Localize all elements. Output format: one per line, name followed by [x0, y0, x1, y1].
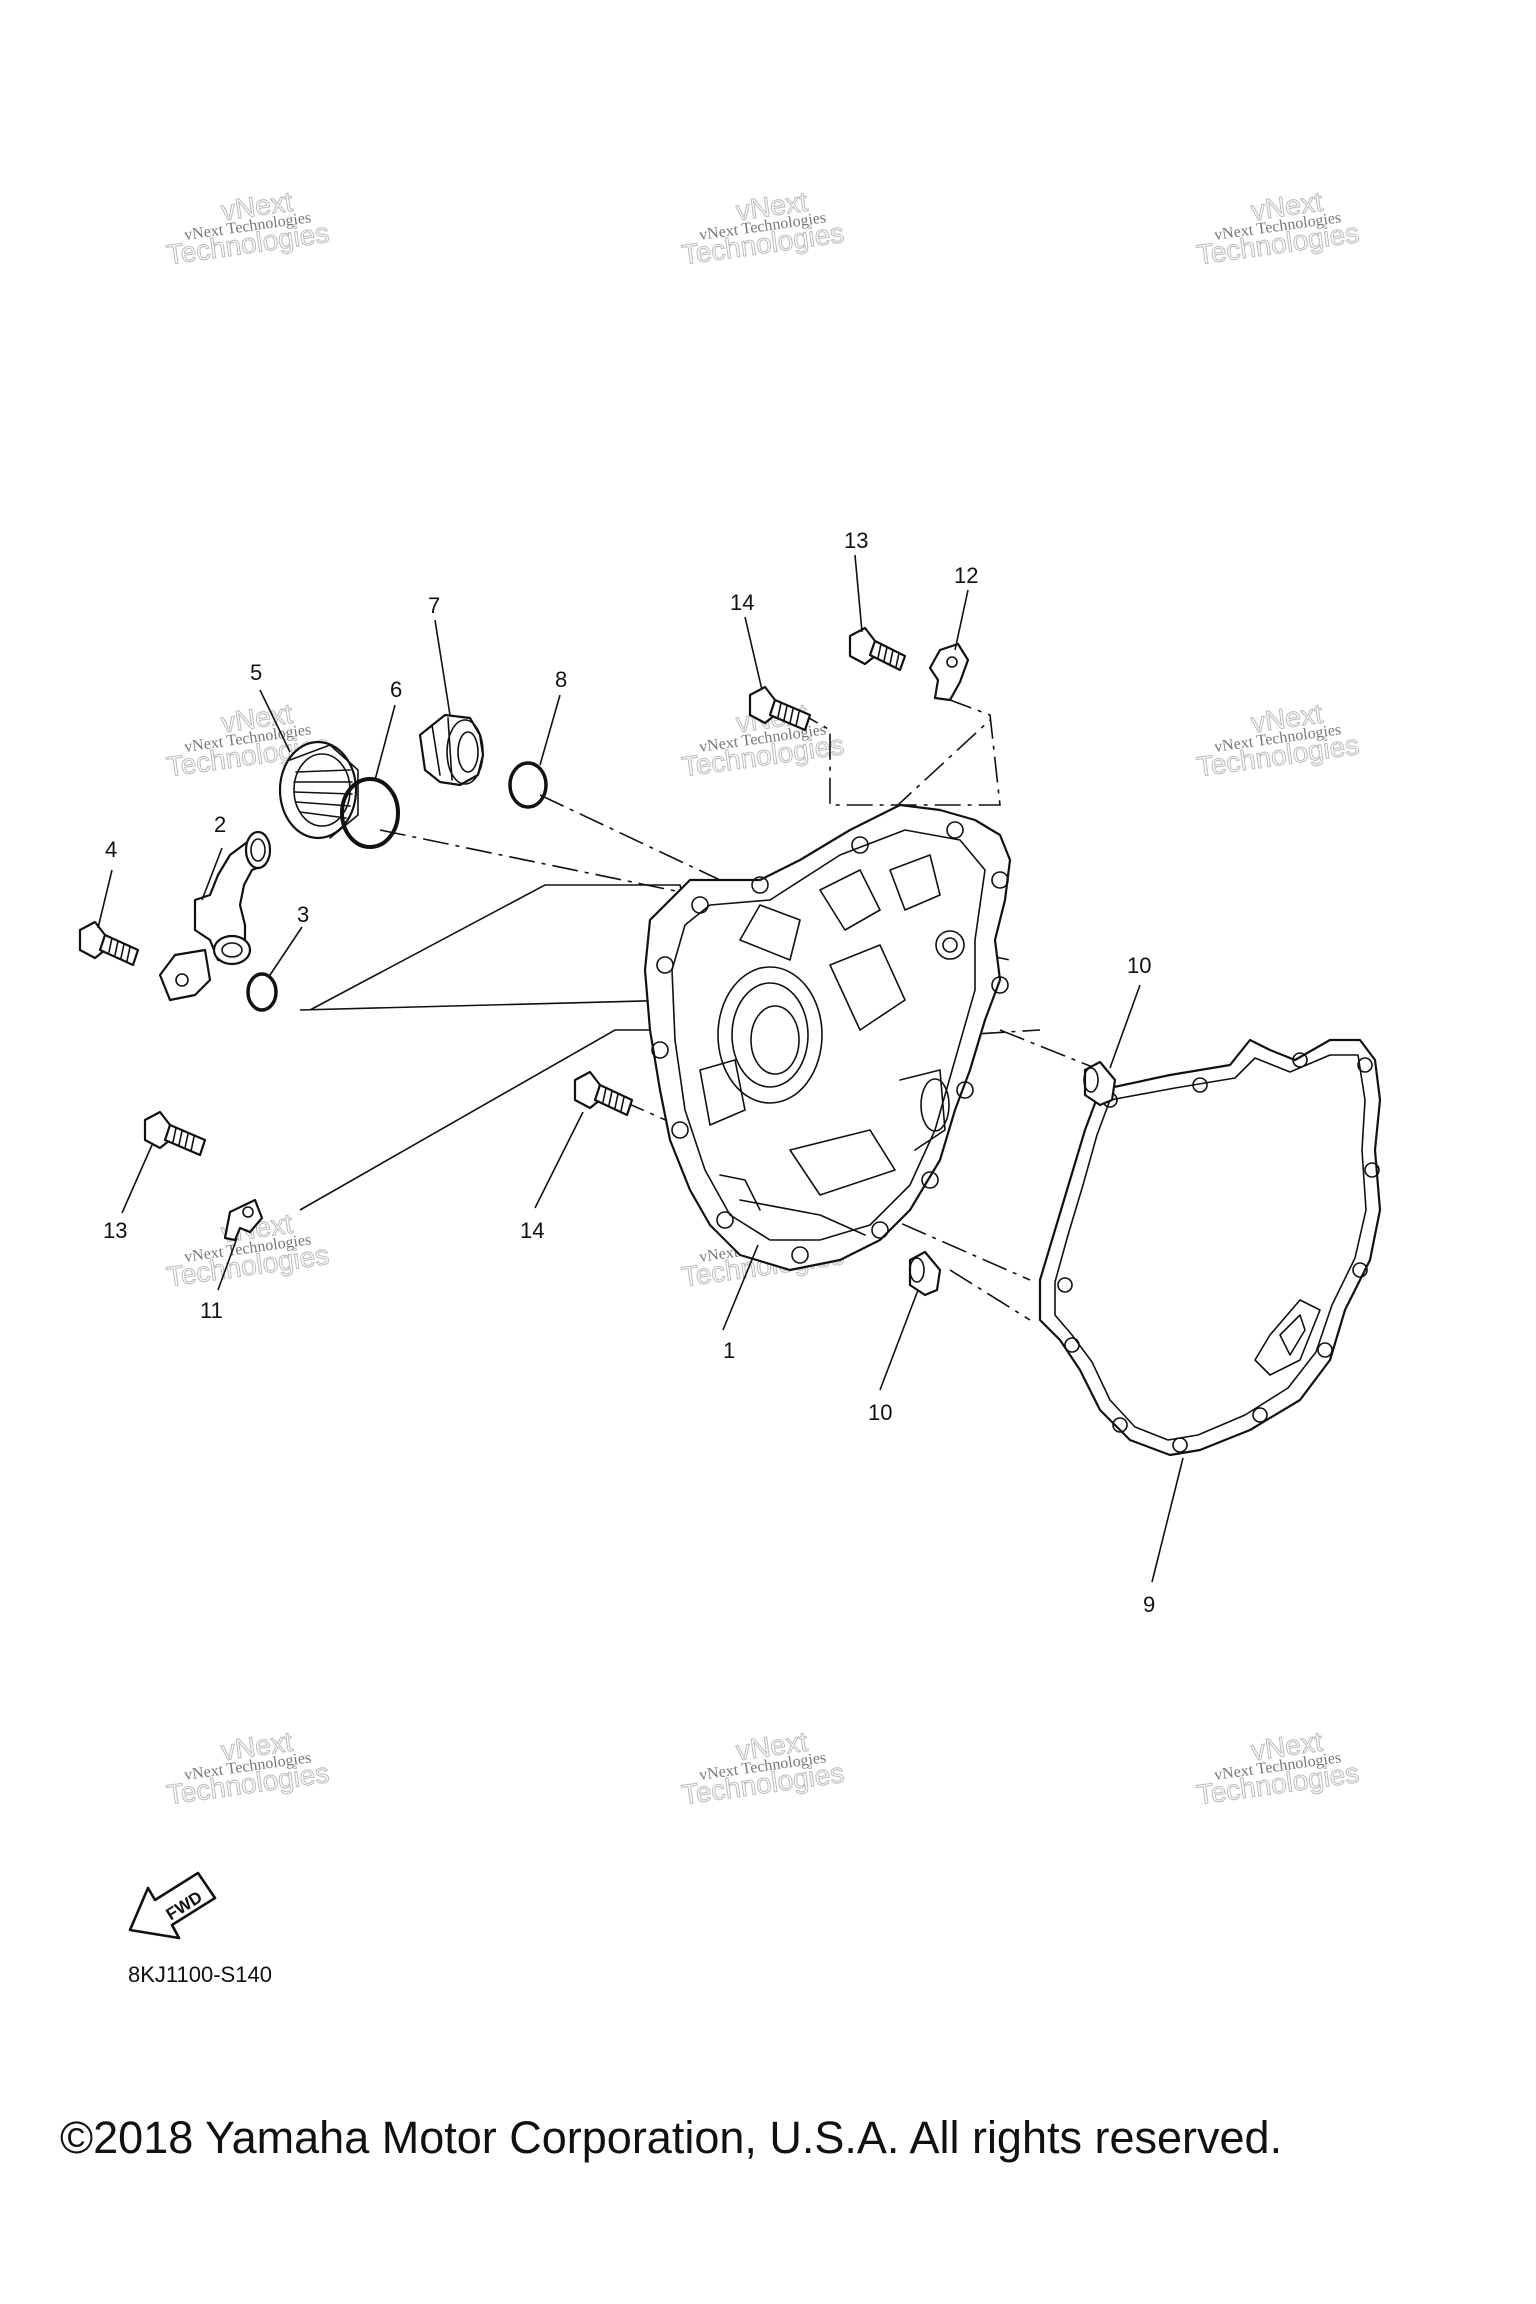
watermark: vNext Technologies vNext Technologies	[164, 1725, 331, 1811]
callout-12: 12	[954, 563, 978, 588]
callout-14: 14	[730, 590, 754, 615]
clamp	[223, 1198, 264, 1242]
callout-1: 1	[723, 1338, 735, 1363]
bolt	[78, 920, 140, 967]
o-ring	[340, 777, 400, 849]
gasket	[1038, 1038, 1382, 1457]
watermark: vNext Technologies vNext Technologies	[1194, 697, 1361, 783]
watermark: vNext Technologies vNext Technologies	[1194, 185, 1361, 271]
fwd-arrow-icon: FWD	[128, 1871, 217, 1940]
bolt	[848, 626, 907, 672]
callout-3: 3	[297, 902, 309, 927]
diagram-code: 8KJ1100-S140	[128, 1962, 272, 1987]
callout-labels: 1 2 3 4 5 6 7 8 9 10 10 11 12 13 13 14 1…	[103, 528, 1155, 1617]
callout-10: 10	[868, 1400, 892, 1425]
o-ring	[246, 972, 278, 1012]
dowel-pin	[1083, 1060, 1117, 1107]
bolt	[748, 685, 812, 732]
crankcase-cover	[643, 803, 1012, 1272]
bolt	[573, 1070, 634, 1117]
o-ring	[508, 761, 548, 809]
callout-14: 14	[520, 1218, 544, 1243]
callout-9: 9	[1143, 1592, 1155, 1617]
watermark: vNext Technologies vNext Technologies	[164, 185, 331, 271]
elbow-pipe	[158, 830, 272, 1002]
callout-4: 4	[105, 837, 117, 862]
oil-filler-cap	[278, 740, 359, 840]
callout-8: 8	[555, 667, 567, 692]
watermark: vNext Technologies vNext Technologies	[679, 1725, 846, 1811]
clamp	[928, 642, 970, 702]
copyright-notice: ©2018 Yamaha Motor Corporation, U.S.A. A…	[60, 2112, 1283, 2163]
bolt	[143, 1110, 207, 1157]
dowel-pin	[908, 1250, 942, 1297]
callout-2: 2	[214, 812, 226, 837]
watermark: vNext Technologies vNext Technologies	[679, 185, 846, 271]
plug	[418, 713, 485, 787]
callout-5: 5	[250, 660, 262, 685]
callout-13: 13	[844, 528, 868, 553]
callout-7: 7	[428, 593, 440, 618]
callout-6: 6	[390, 677, 402, 702]
leader-lines	[97, 554, 1184, 1583]
callout-11: 11	[200, 1298, 223, 1323]
callout-13: 13	[103, 1218, 127, 1243]
callout-10: 10	[1127, 953, 1151, 978]
watermark: vNext Technologies vNext Technologies	[1194, 1725, 1361, 1811]
